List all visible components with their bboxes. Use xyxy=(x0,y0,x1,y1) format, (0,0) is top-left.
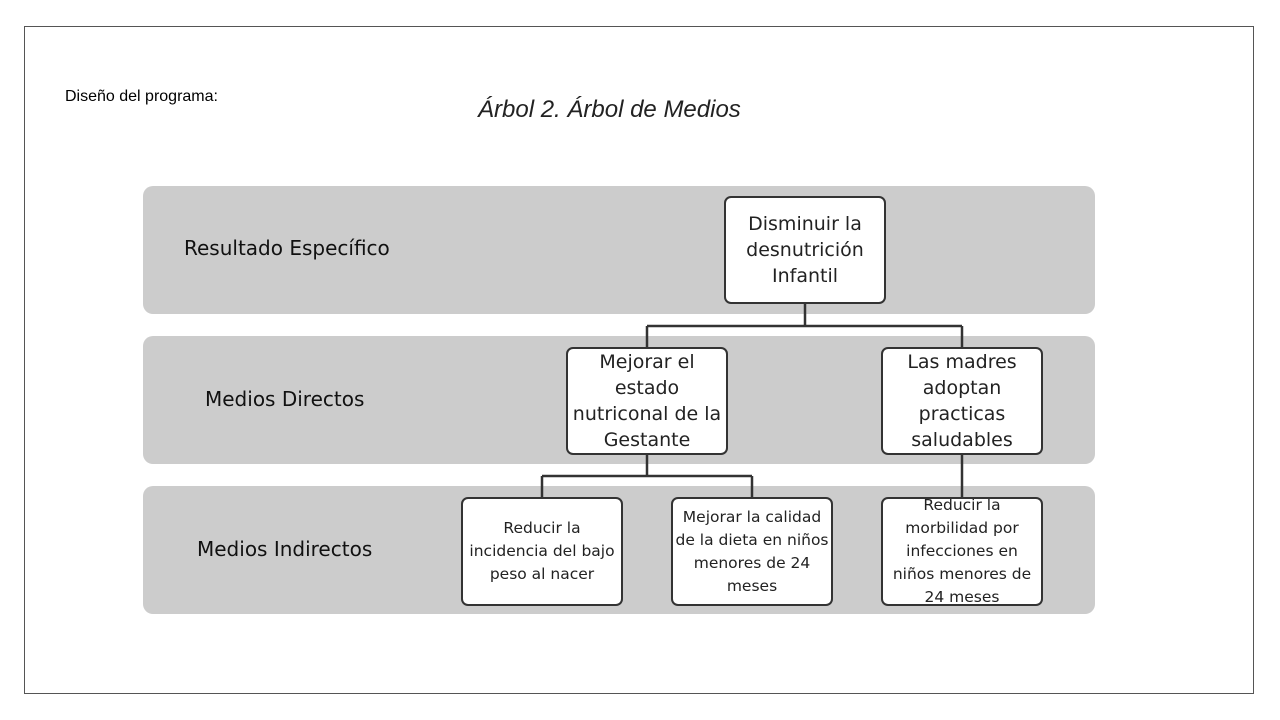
node-direct-2: Las madres adoptan practicas saludables xyxy=(881,347,1043,455)
node-indirect-1-text: Reducir la incidencia del bajo peso al n… xyxy=(469,519,615,583)
node-direct-1-text: Mejorar el estado nutriconal de la Gesta… xyxy=(572,351,722,451)
diagram-title: Árbol 2. Árbol de Medios xyxy=(478,96,741,123)
node-root: Disminuir la desnutrición Infantil xyxy=(724,196,886,304)
node-indirect-3: Reducir la morbilidad por infecciones en… xyxy=(881,497,1043,606)
node-indirect-1: Reducir la incidencia del bajo peso al n… xyxy=(461,497,623,606)
level-label-indirectos: Medios Indirectos xyxy=(197,537,373,561)
node-direct-2-text: Las madres adoptan practicas saludables xyxy=(907,351,1017,451)
level-label-resultado: Resultado Específico xyxy=(184,236,390,260)
node-direct-1: Mejorar el estado nutriconal de la Gesta… xyxy=(566,347,728,455)
slide-heading: Diseño del programa: xyxy=(65,88,218,105)
level-label-directos: Medios Directos xyxy=(205,387,365,411)
node-indirect-2: Mejorar la calidad de la dieta en niños … xyxy=(671,497,833,606)
band-resultado xyxy=(143,186,1095,314)
node-indirect-3-text: Reducir la morbilidad por infecciones en… xyxy=(892,497,1032,606)
node-root-text: Disminuir la desnutrición Infantil xyxy=(746,213,864,287)
node-indirect-2-text: Mejorar la calidad de la dieta en niños … xyxy=(675,507,829,595)
